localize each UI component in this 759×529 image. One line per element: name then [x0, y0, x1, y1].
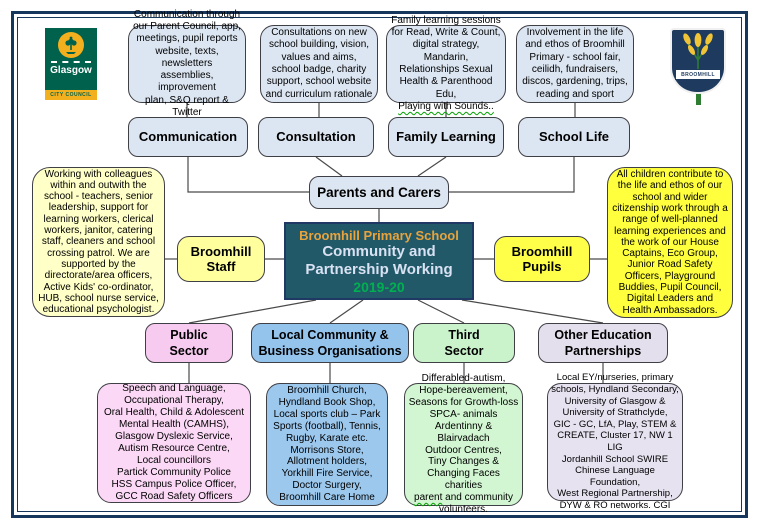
- node-communication: Communication: [128, 117, 248, 157]
- note-broomhill-staff: Working with colleagues within and outwi…: [32, 167, 165, 317]
- school-name: Broomhill Primary School: [299, 227, 459, 243]
- diagram-title: Community and Partnership Working: [305, 242, 453, 278]
- glasgow-crest-icon: [58, 32, 84, 58]
- glasgow-city-council-logo: Glasgow CITY COUNCIL: [45, 28, 97, 108]
- node-broomhill-pupils-label: Broomhill Pupils: [511, 243, 573, 275]
- node-local-community: Local Community & Business Organisations: [251, 323, 409, 363]
- node-local-community-label: Local Community & Business Organisations: [258, 328, 402, 358]
- broomhill-school-badge: BROOMHILL: [668, 28, 728, 112]
- glasgow-logo-name: Glasgow: [50, 65, 92, 76]
- note-communication: Communication through our Parent Council…: [128, 9, 246, 118]
- broomhill-badge-stem: [695, 93, 701, 105]
- note-consultation-text: Consultations on new school building, vi…: [265, 27, 373, 100]
- node-family-learning-label: Family Learning: [396, 129, 496, 145]
- diagram-year: 2019-20: [353, 278, 405, 295]
- note-communication-text: Communication through our Parent Council…: [133, 8, 241, 119]
- note-broomhill-pupils-text: All children contribute to the life and …: [612, 169, 728, 316]
- glasgow-logo-subtitle: CITY COUNCIL: [45, 90, 97, 100]
- node-third-sector-label: Third Sector: [444, 328, 484, 358]
- note-family-learning: Family learning sessions for Read, Write…: [386, 15, 506, 112]
- node-public-sector: Public Sector: [145, 323, 233, 363]
- note-family-learning-text: Family learning sessions for Read, Write…: [391, 14, 501, 112]
- note-school-life-text: Involvement in the life and ethos of Bro…: [522, 27, 628, 100]
- node-broomhill-staff-label: Broomhill Staff: [190, 243, 252, 275]
- note-public-sector: Speech and Language, Occupational Therap…: [97, 383, 251, 503]
- note-consultation: Consultations on new school building, vi…: [260, 25, 378, 103]
- note-third-sector-text: Differabled-autism, Hope-bereavement, Se…: [408, 373, 519, 516]
- node-consultation: Consultation: [258, 117, 374, 157]
- note-local-community-text: Broomhill Church, Hyndland Book Shop, Lo…: [273, 384, 381, 504]
- note-school-life: Involvement in the life and ethos of Bro…: [516, 25, 634, 103]
- node-public-sector-label: Public Sector: [169, 328, 209, 358]
- node-broomhill-pupils: Broomhill Pupils: [494, 236, 590, 282]
- broomhill-shield: BROOMHILL: [670, 28, 726, 94]
- node-parents-and-carers-label: Parents and Carers: [317, 184, 441, 200]
- glasgow-logo-panel: Glasgow: [45, 28, 97, 90]
- node-parents-and-carers: Parents and Carers: [309, 176, 449, 209]
- node-communication-label: Communication: [138, 129, 238, 145]
- center-title-box: Broomhill Primary School Community and P…: [284, 222, 474, 300]
- note-public-sector-text: Speech and Language, Occupational Therap…: [103, 383, 245, 502]
- node-school-life-label: School Life: [538, 129, 610, 145]
- note-broomhill-pupils: All children contribute to the life and …: [607, 167, 733, 318]
- node-broomhill-staff: Broomhill Staff: [177, 236, 265, 282]
- broomhill-badge-name: BROOMHILL: [675, 69, 721, 80]
- node-other-education-label: Other Education Partnerships: [554, 328, 652, 358]
- node-other-education: Other Education Partnerships: [538, 323, 668, 363]
- note-other-education: Local EY/nurseries, primary schools, Hyn…: [547, 372, 683, 511]
- note-local-community: Broomhill Church, Hyndland Book Shop, Lo…: [266, 383, 388, 506]
- glasgow-logo-divider: [51, 61, 91, 63]
- note-third-sector: Differabled-autism, Hope-bereavement, Se…: [404, 373, 523, 515]
- node-consultation-label: Consultation: [276, 129, 356, 145]
- spellcheck-underline-text: parent: [414, 492, 443, 504]
- node-family-learning: Family Learning: [388, 117, 504, 157]
- spellcheck-underline-text: Playing with Sounds..: [398, 100, 494, 112]
- note-other-education-text: Local EY/nurseries, primary schools, Hyn…: [551, 372, 679, 511]
- node-school-life: School Life: [518, 117, 630, 157]
- node-third-sector: Third Sector: [413, 323, 515, 363]
- note-broomhill-staff-text: Working with colleagues within and outwi…: [38, 168, 159, 316]
